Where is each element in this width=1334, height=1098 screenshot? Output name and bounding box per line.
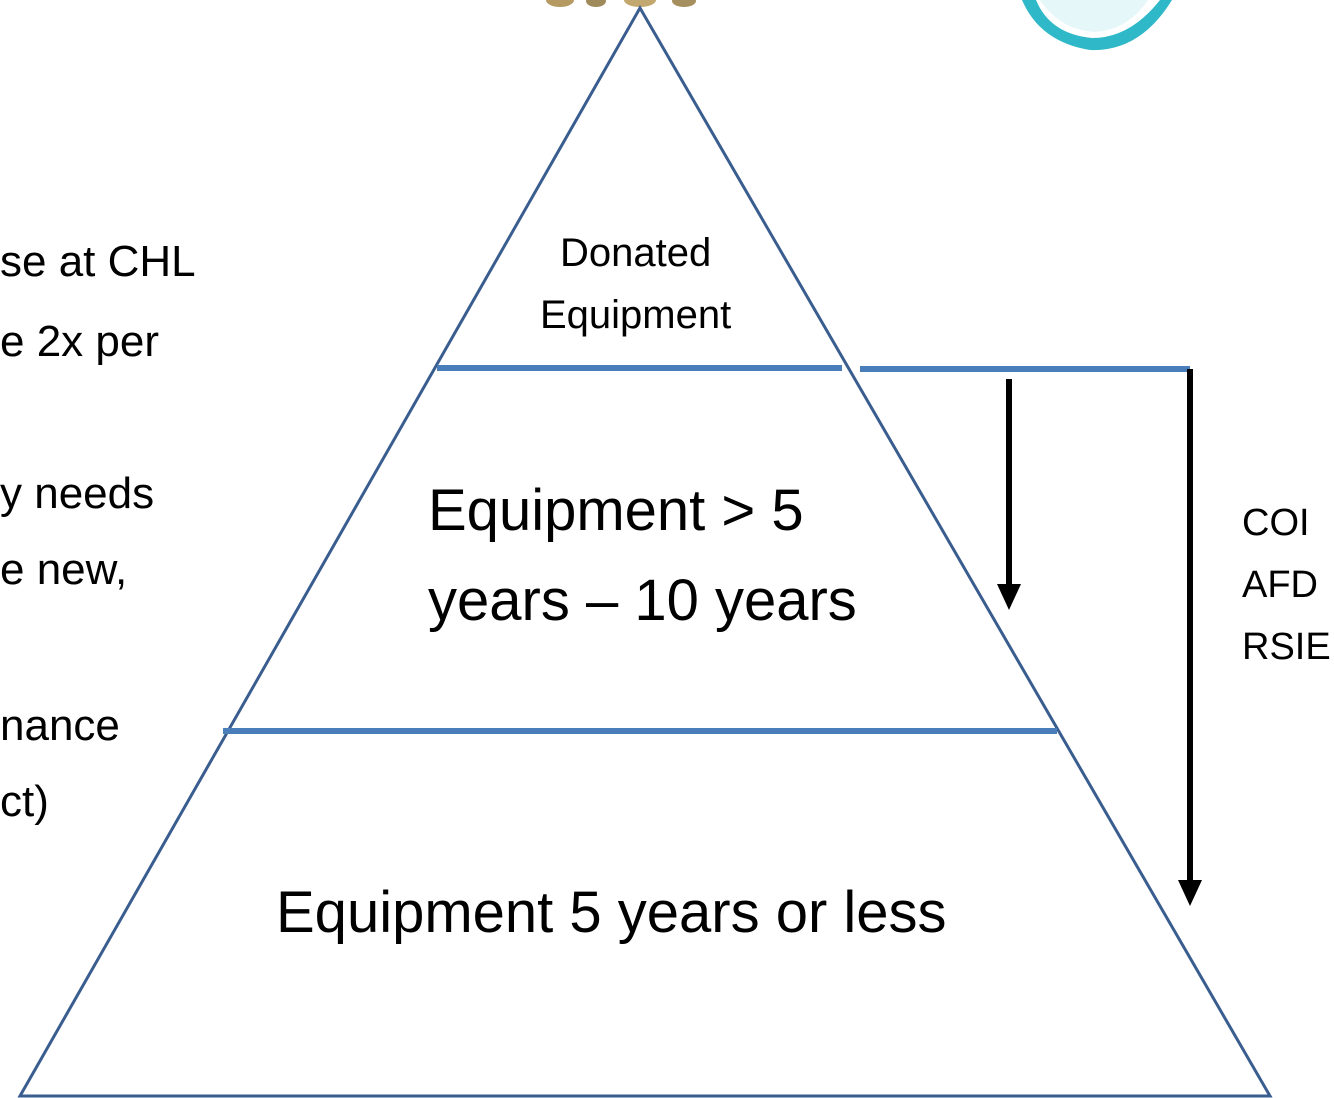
left-text-line-4: e new, <box>0 545 128 594</box>
swoosh-outer <box>1022 0 1172 51</box>
middle-tier-label-line-2: years – 10 years <box>428 567 857 633</box>
pyramid-outline <box>17 4 1273 1098</box>
left-text-line-1: se at CHL <box>0 237 196 286</box>
left-text-line-6: ct) <box>0 777 49 826</box>
right-label-afd: AFD <box>1242 564 1318 606</box>
short-down-arrow-icon <box>997 584 1021 610</box>
top-tier-label-line-1: Donated <box>560 231 712 275</box>
logo-gold-part-left <box>546 0 574 7</box>
logo-gold-part-mid <box>586 0 606 7</box>
bottom-tier-label: Equipment 5 years or less <box>276 880 947 945</box>
long-down-arrow-icon <box>1178 880 1202 906</box>
left-text-line-3: y needs <box>0 469 155 518</box>
logo-gold-part-center <box>624 0 656 7</box>
emblem-logo-icon <box>546 0 696 7</box>
circular-swoosh-logo-icon <box>1022 0 1172 51</box>
top-tier-label: Donated Equipment <box>540 222 731 346</box>
middle-tier-label-line-1: Equipment > 5 <box>428 478 804 543</box>
top-tier-label-line-2: Equipment <box>540 293 732 337</box>
left-text-line-5: nance <box>0 701 120 750</box>
right-label-rsie: RSIE <box>1242 626 1331 668</box>
right-label-coi: COI <box>1242 502 1310 544</box>
middle-tier-label: Equipment > 5 years – 10 years <box>428 466 857 646</box>
logo-gold-part-right <box>672 0 696 7</box>
swoosh-inner <box>1040 0 1148 32</box>
left-text-line-2: e 2x per <box>0 317 159 366</box>
